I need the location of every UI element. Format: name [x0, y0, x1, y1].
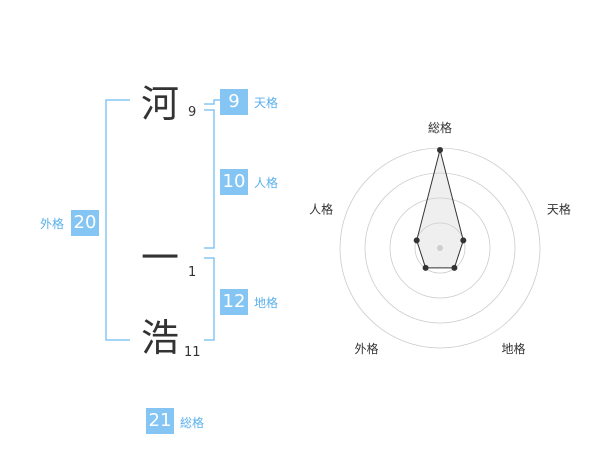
soukaku-value: 21	[146, 408, 174, 434]
given-char-1: 一	[140, 236, 179, 280]
given-char-1-strokes: 1	[188, 265, 197, 280]
radar-axis-label: 外格	[355, 341, 379, 356]
radar-series	[416, 149, 464, 269]
given-char-2-strokes: 11	[184, 345, 201, 360]
given-char-2: 浩	[140, 316, 179, 360]
chikaku-value: 12	[220, 289, 248, 315]
radar-point-1	[437, 147, 443, 153]
surname-char-1: 河	[140, 82, 179, 126]
jinkaku-value: 10	[220, 169, 248, 195]
chikaku-label: 地格	[254, 296, 279, 310]
gaikaku-bracket	[105, 99, 130, 341]
radar-axis-label: 地格	[501, 341, 525, 356]
radar-point-5	[413, 237, 420, 244]
radar-axis-label: 人格	[309, 201, 333, 216]
radar-ring	[389, 197, 491, 299]
tenkaku-bracket	[204, 99, 220, 105]
jinkaku-bracket	[204, 109, 215, 249]
radar-point-3	[451, 264, 458, 271]
radar-axis-label: 天格	[547, 201, 571, 216]
chikaku-bracket	[204, 257, 215, 341]
radar-ring	[364, 172, 516, 324]
radar-point-4	[422, 264, 429, 271]
tenkaku-label: 天格	[254, 96, 279, 110]
radar-axis-label: 総格	[428, 120, 452, 135]
soukaku-label: 総格	[180, 416, 205, 430]
tenkaku-value: 9	[220, 89, 248, 115]
radar-ring	[414, 222, 466, 274]
radar-point-2	[460, 237, 467, 244]
gaikaku-label: 外格	[40, 217, 65, 231]
radar-center	[437, 245, 443, 251]
jinkaku-label: 人格	[254, 176, 279, 190]
surname-char-1-strokes: 9	[188, 105, 197, 120]
gaikaku-value: 20	[71, 210, 99, 236]
